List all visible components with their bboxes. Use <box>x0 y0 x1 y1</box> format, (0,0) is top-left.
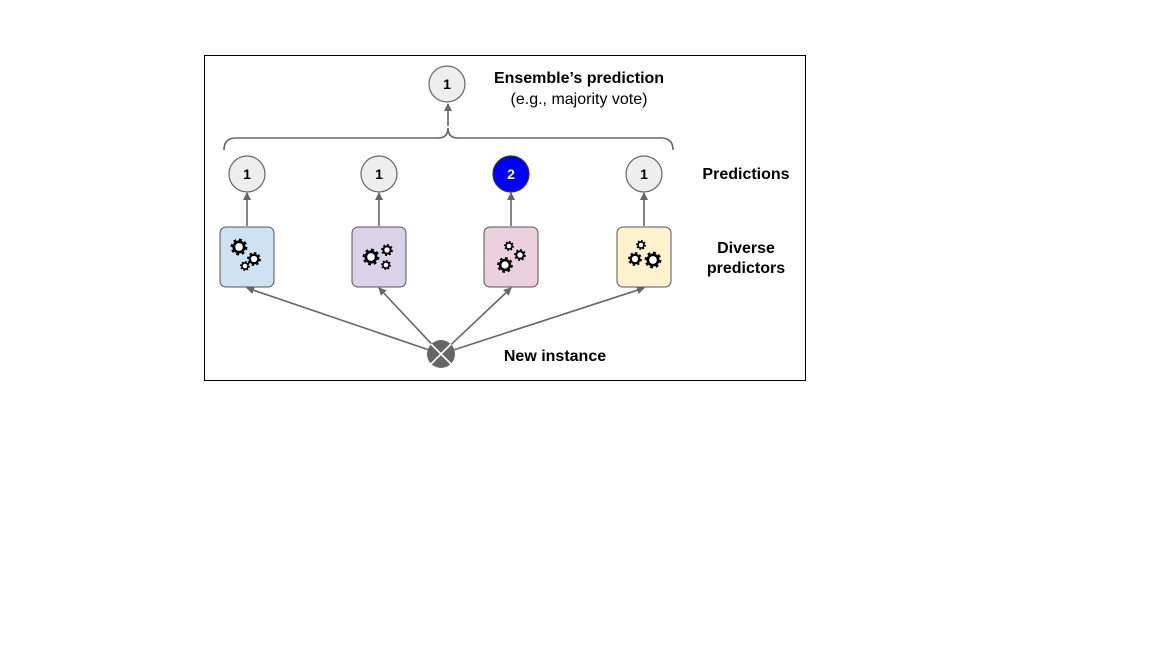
diagram-frame <box>204 55 806 381</box>
gear-hole <box>501 261 509 269</box>
new-instance-label: New instance <box>504 348 606 365</box>
predictor-4 <box>616 226 672 288</box>
gear-hole <box>649 256 657 264</box>
prediction-value: 2 <box>507 166 515 182</box>
prediction-value: 1 <box>375 166 383 182</box>
gear-hole <box>506 243 512 249</box>
gear-hole <box>235 243 243 251</box>
diverse-predictors-label-line1: Diverse <box>717 240 775 257</box>
prediction-value: 1 <box>640 166 648 182</box>
predictor-box <box>483 226 539 288</box>
predictor-box <box>219 226 275 288</box>
gear-hole <box>631 255 639 263</box>
instance-to-predictor-arrow <box>378 287 432 345</box>
diverse-predictors-label-line2: predictors <box>707 260 785 277</box>
gear-hole <box>638 242 644 248</box>
grouping-brace <box>223 127 674 151</box>
new-instance-cross-b <box>430 343 452 365</box>
gear-hole <box>250 255 258 263</box>
predictor-1 <box>219 226 275 288</box>
gear-hole <box>383 262 389 268</box>
ensemble-prediction-subtitle: (e.g., majority vote) <box>511 91 648 108</box>
instance-to-predictor-arrow <box>454 286 645 351</box>
prediction-bubble <box>492 155 530 193</box>
predictions-label: Predictions <box>702 166 789 183</box>
gear-hole <box>384 247 390 253</box>
predictor-box <box>616 226 672 288</box>
ensemble-prediction-bubble <box>428 65 466 103</box>
gear-hole <box>367 253 375 261</box>
predictor-3 <box>483 226 539 288</box>
ensemble-prediction-title: Ensemble’s prediction <box>494 70 664 87</box>
prediction-value: 1 <box>243 166 251 182</box>
predictor-2 <box>351 226 407 288</box>
prediction-bubble <box>360 155 398 193</box>
gear-hole <box>517 252 523 258</box>
instance-to-predictor-arrow <box>246 286 428 351</box>
prediction-bubble <box>228 155 266 193</box>
instance-to-predictor-arrow <box>450 287 512 345</box>
gear-hole <box>242 263 248 269</box>
ensemble-prediction-value: 1 <box>443 76 451 92</box>
prediction-bubble <box>625 155 663 193</box>
